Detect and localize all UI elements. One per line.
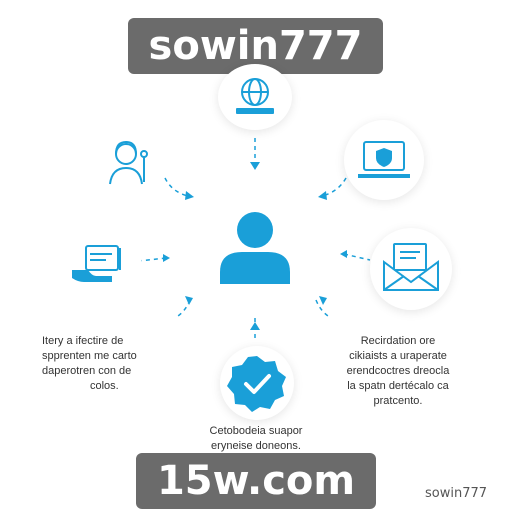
payment-card-node [62, 226, 142, 306]
right-caption: Recirdation ore cikiaists a uraperate er… [336, 334, 460, 409]
user-headset-node [90, 126, 166, 202]
bottom-banner: 15w.com [136, 453, 376, 509]
left-caption-line: daperotren con de [42, 365, 132, 377]
check-badge-icon [227, 356, 286, 412]
right-caption-line: Recirdation ore [360, 335, 436, 347]
left-caption-line: colos. [90, 380, 119, 392]
bottom-caption-line: eryneise doneons. [211, 440, 301, 452]
top-banner: sowin777 [128, 18, 383, 74]
check-badge-node [220, 346, 294, 420]
payment-card-icon [72, 245, 121, 282]
globe-node [218, 64, 292, 130]
left-caption-line: spprenten me carto [42, 350, 137, 362]
mail-icon [383, 243, 439, 291]
left-caption-line: Itery a ifectire de [42, 335, 124, 347]
center-person [212, 206, 298, 286]
bottom-caption-line: Cetobodeia suapor [209, 425, 303, 437]
laptop-shield-node [344, 120, 424, 200]
left-caption: Itery a ifectire de spprenten me carto d… [42, 334, 137, 394]
watermark: sowin777 [425, 486, 488, 501]
right-caption-line: pratcento. [373, 395, 423, 407]
user-headset-icon [109, 140, 148, 185]
laptop-shield-icon [358, 141, 410, 178]
right-caption-line: erendcoctres dreocla [346, 365, 450, 377]
right-caption-line: la spatn dertécalo ca [347, 380, 449, 392]
person-icon [220, 212, 290, 284]
right-caption-line: cikiaists a uraperate [349, 350, 447, 362]
globe-icon [236, 78, 274, 114]
bottom-caption: Cetobodeia suapor eryneise doneons. [186, 424, 326, 454]
mail-node [370, 228, 452, 310]
